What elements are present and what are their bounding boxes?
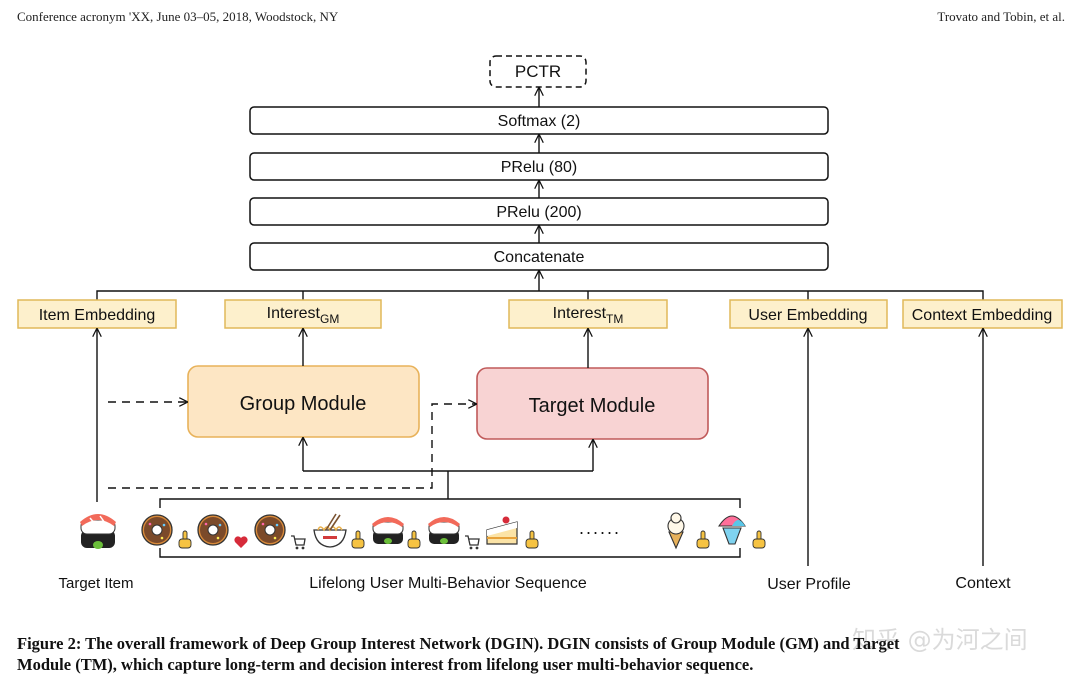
cart-icon	[291, 535, 306, 550]
prelu-80-label: PRelu (80)	[501, 159, 577, 176]
click-hand-icon	[351, 530, 365, 549]
interest-tm-label: InterestTM	[553, 305, 624, 326]
prelu-200-label: PRelu (200)	[496, 204, 581, 221]
prelu-80-layer: PRelu (80)	[249, 152, 829, 181]
concatenate-label: Concatenate	[494, 249, 585, 266]
interest-tm-box: InterestTM	[508, 299, 668, 329]
sushi-icon	[80, 514, 116, 549]
target-module-box: Target Module	[476, 367, 709, 440]
softmax-label: Softmax (2)	[498, 113, 581, 130]
prelu-200-layer: PRelu (200)	[249, 197, 829, 226]
noodle-bowl-icon	[313, 513, 347, 548]
context-label: Context	[955, 575, 1011, 592]
donut-icon	[141, 514, 173, 546]
target-item-label: Target Item	[58, 575, 133, 592]
ice-cream-icon	[667, 512, 685, 550]
dgin-diagram: PCTR Softmax (2) PRelu (80) PRelu (200) …	[17, 55, 1063, 593]
context-embedding-label: Context Embedding	[912, 307, 1053, 324]
dashed-arrow-to-target-module	[108, 404, 476, 489]
item-embedding-label: Item Embedding	[39, 307, 156, 324]
pctr-output: PCTR	[489, 55, 587, 88]
group-module-box: Group Module	[187, 365, 420, 438]
heart-icon	[234, 536, 248, 548]
click-hand-icon	[696, 530, 710, 549]
caption-line-2: Module (TM), which capture long-term and…	[17, 655, 754, 674]
caption-line-1: Figure 2: The overall framework of Deep …	[17, 634, 900, 653]
concat-bus-line	[96, 290, 984, 300]
interest-gm-label: InterestGM	[267, 305, 340, 326]
interest-gm-box: InterestGM	[224, 299, 382, 329]
user-embedding-box: User Embedding	[729, 299, 888, 329]
concatenate-layer: Concatenate	[249, 242, 829, 271]
click-hand-icon	[407, 530, 421, 549]
group-module-label: Group Module	[240, 393, 367, 415]
figure-caption: Figure 2: The overall framework of Deep …	[17, 633, 1067, 675]
pctr-label: PCTR	[515, 62, 561, 81]
running-header-right: Trovato and Tobin, et al.	[937, 9, 1065, 24]
click-hand-icon	[752, 530, 766, 549]
shaved-ice-icon	[717, 515, 747, 545]
user-embedding-label: User Embedding	[748, 307, 867, 324]
donut-icon	[197, 514, 229, 546]
donut-icon	[254, 514, 286, 546]
user-profile-label: User Profile	[767, 576, 851, 593]
sequence-label: Lifelong User Multi-Behavior Sequence	[309, 575, 587, 592]
running-header-left: Conference acronym 'XX, June 03–05, 2018…	[17, 9, 339, 24]
sushi-icon	[372, 517, 404, 544]
item-embedding-box: Item Embedding	[17, 299, 177, 329]
cake-icon	[486, 516, 518, 545]
softmax-layer: Softmax (2)	[249, 106, 829, 135]
sequence-ellipsis: ......	[579, 518, 621, 538]
watermark: 知乎 @为河之间	[852, 626, 1028, 654]
target-module-label: Target Module	[529, 395, 656, 417]
sequence-bracket-bottom	[159, 548, 741, 558]
context-embedding-box: Context Embedding	[902, 299, 1063, 329]
cart-icon	[465, 535, 480, 550]
sushi-icon	[428, 517, 460, 544]
sequence-bracket-top	[159, 498, 741, 508]
click-hand-icon	[178, 530, 192, 549]
click-hand-icon	[525, 530, 539, 549]
